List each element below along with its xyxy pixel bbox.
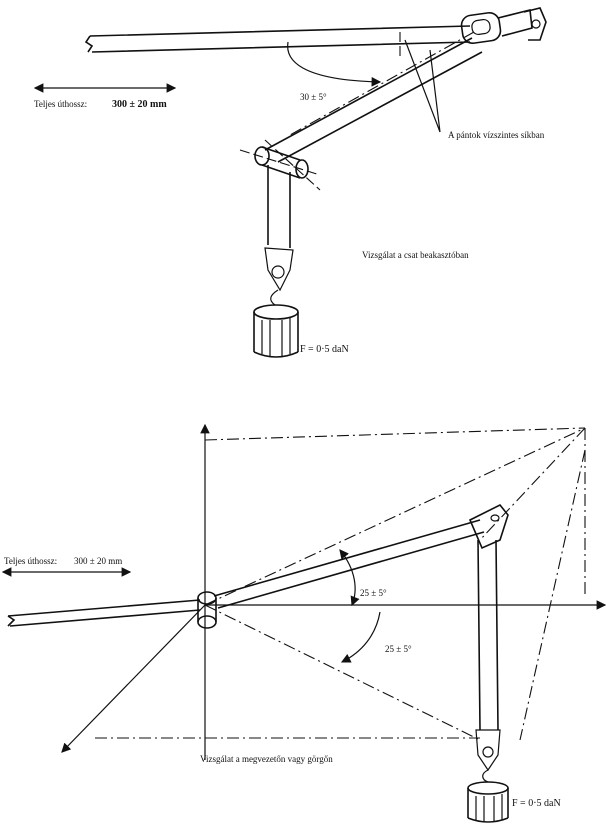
bottom-angle2-label: 25 ± 5° <box>385 644 412 654</box>
top-angle-label: 30 ± 5° <box>300 92 327 102</box>
bottom-construction-lines <box>95 427 586 741</box>
bottom-length-label: Teljes úthossz: <box>4 556 57 566</box>
top-figure: Teljes úthossz: 300 ± 20 mm 30 ± 5° A pá… <box>33 7 547 358</box>
straps-leader <box>404 39 441 133</box>
bottom-angle-markers <box>339 549 381 663</box>
bottom-figure: Teljes úthossz: 300 ± 20 mm 25 ± 5° 25 ±… <box>1 423 606 823</box>
top-buckle <box>460 7 547 45</box>
bottom-incoming-strap <box>7 599 201 627</box>
top-length-label: Teljes úthossz: <box>34 99 87 109</box>
top-angle-marker <box>287 41 382 87</box>
top-vertical-strap <box>264 165 294 306</box>
bottom-length-value: 300 ± 20 mm <box>74 556 122 566</box>
top-weight <box>253 304 299 358</box>
bottom-weight <box>467 781 509 823</box>
bottom-buckle <box>468 503 509 550</box>
top-horizontal-strap <box>84 25 471 53</box>
top-caption: Vizsgálat a csat beakasztóban <box>362 250 469 260</box>
bottom-force-label: F = 0·5 daN <box>512 798 561 809</box>
bottom-caption: Vizsgálat a megvezetőn vagy görgőn <box>200 754 333 764</box>
top-straps-label: A pántok vízszintes síkban <box>448 130 545 140</box>
bottom-angle1-label: 25 ± 5° <box>360 588 387 598</box>
top-length-value: 300 ± 20 mm <box>112 99 167 110</box>
bottom-diagonal-axis <box>61 604 206 753</box>
top-diagonal-strap <box>264 31 483 163</box>
bottom-vertical-strap <box>475 539 501 783</box>
bottom-roller <box>197 591 217 629</box>
top-force-label: F = 0·5 daN <box>300 344 349 355</box>
